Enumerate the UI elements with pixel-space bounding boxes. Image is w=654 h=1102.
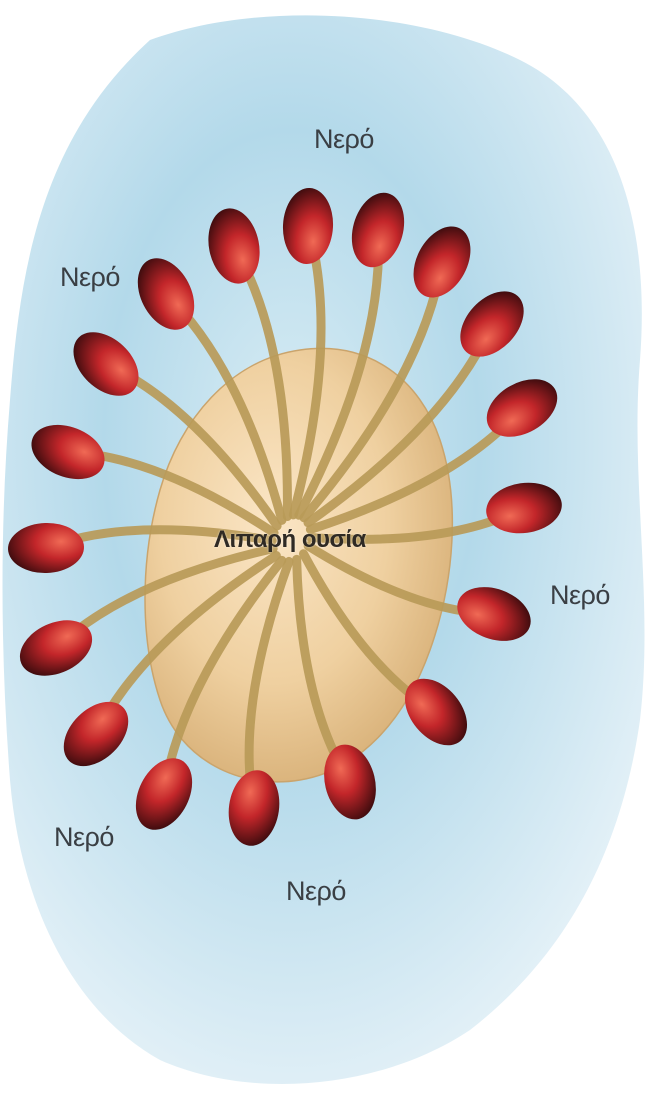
water-label-bottom-left: Νερό: [54, 822, 114, 853]
water-label-right: Νερό: [550, 580, 610, 611]
oil-label: Λιπαρή ουσία: [214, 526, 366, 554]
water-label-top: Νερό: [314, 124, 374, 155]
water-label-left: Νερό: [60, 262, 120, 293]
water-label-bottom: Νερό: [286, 876, 346, 907]
